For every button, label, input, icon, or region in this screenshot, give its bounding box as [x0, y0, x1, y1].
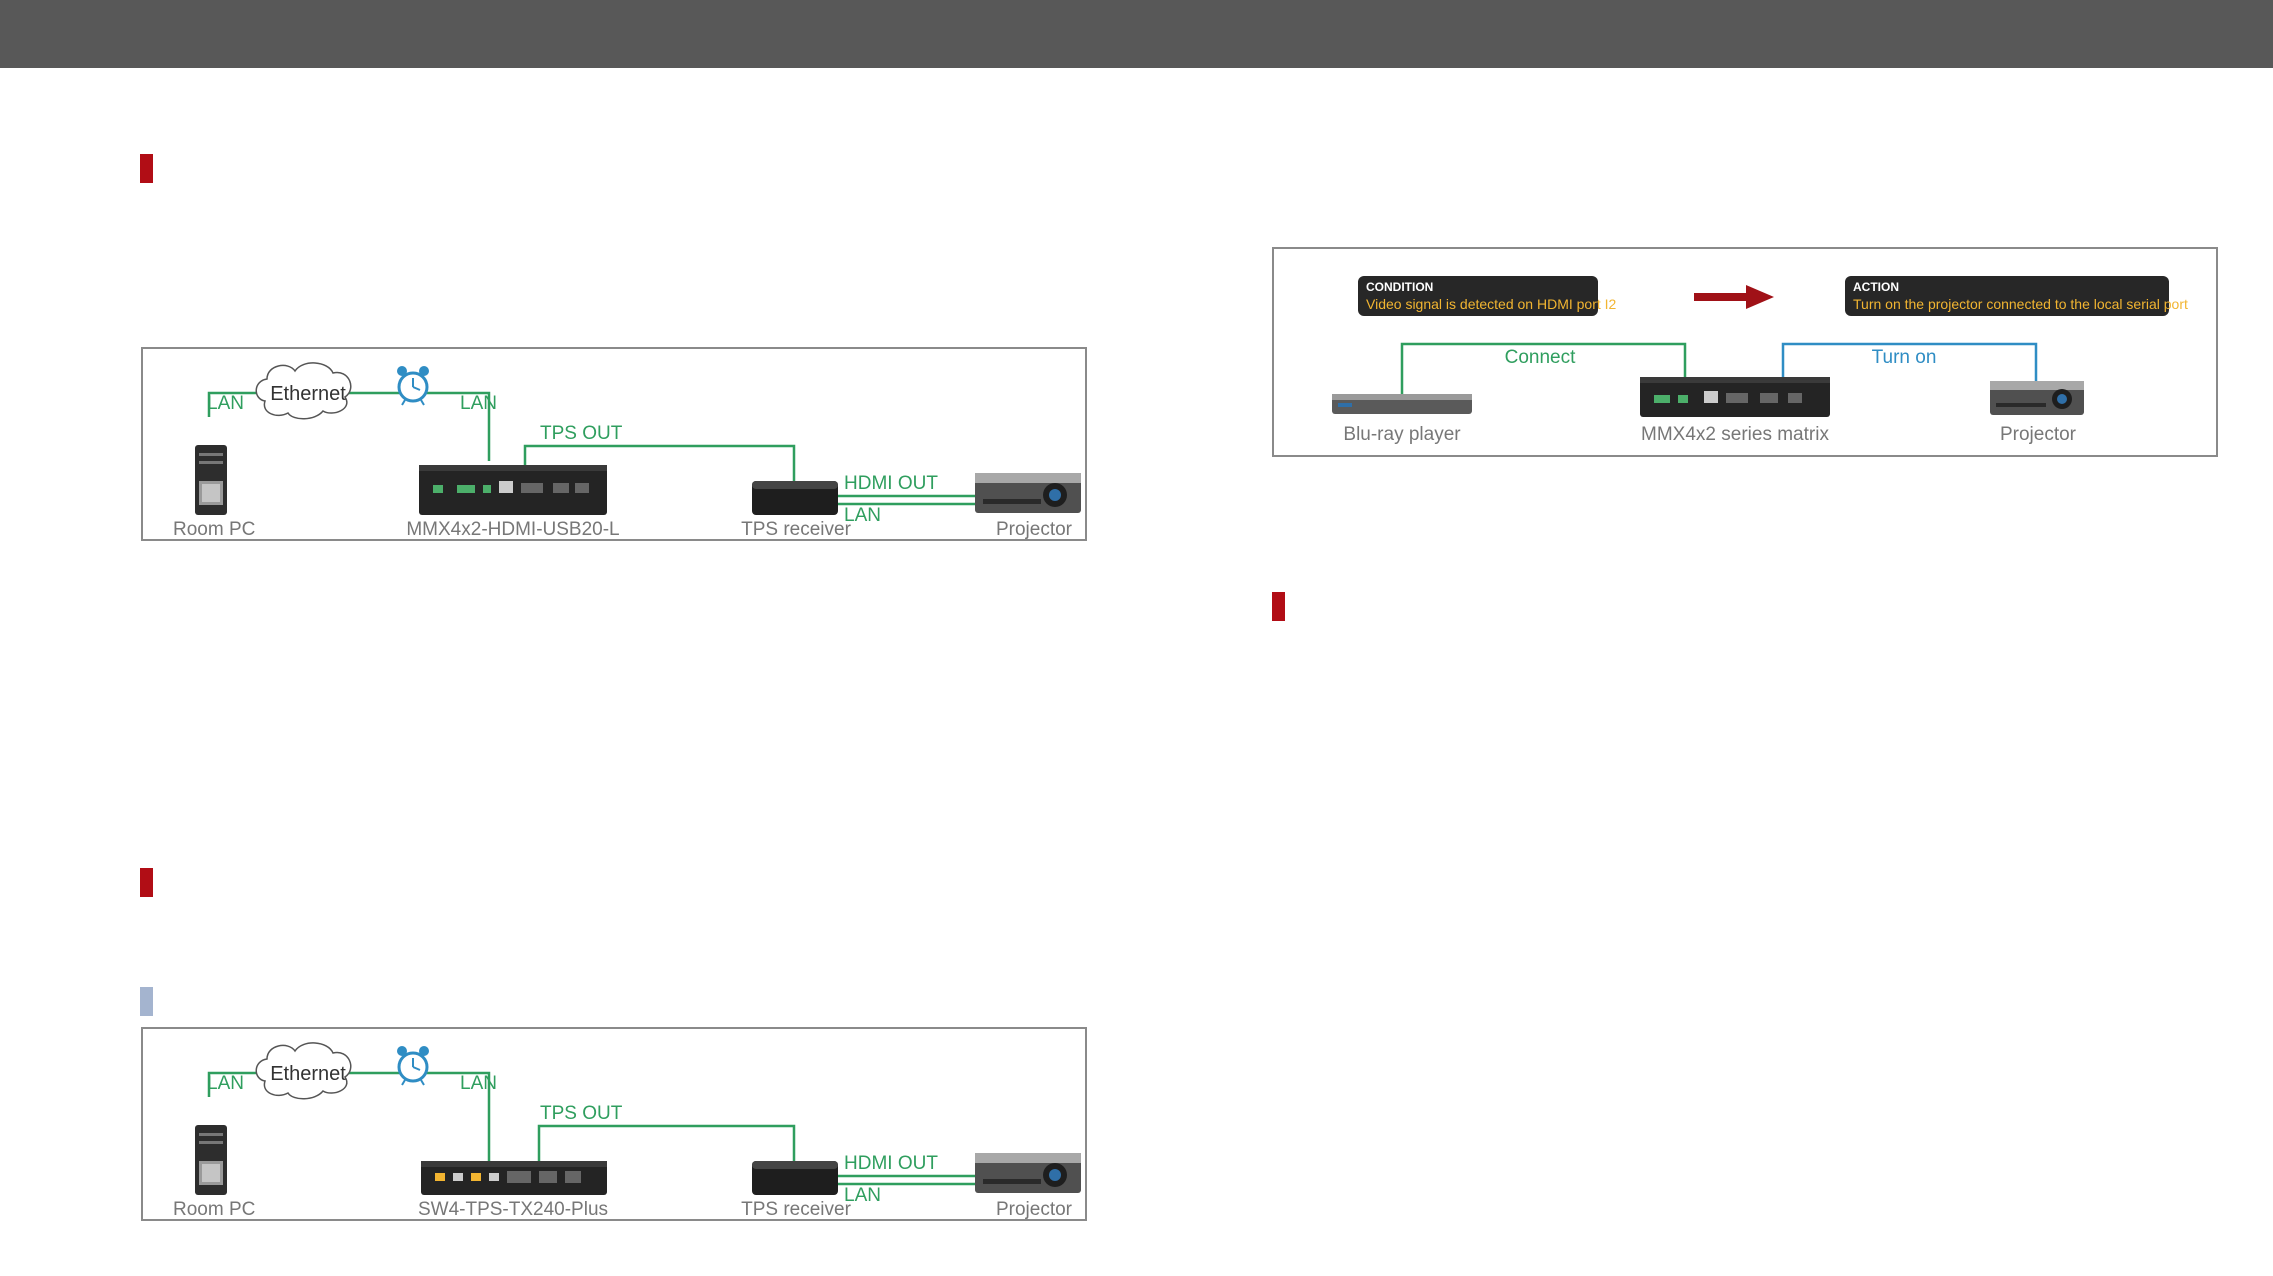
lan-left-label: LAN	[207, 1073, 244, 1094]
section-marker-3	[1272, 592, 1285, 621]
condition-title: CONDITION	[1366, 280, 1433, 294]
tps-receiver-label: TPS receiver	[741, 1199, 851, 1219]
ethernet-cloud-icon	[255, 362, 352, 420]
event-manager-diagram-svg: CONDITION Video signal is detected on HD…	[1332, 276, 2188, 445]
matrix-device-icon	[419, 465, 607, 515]
connect-label: Connect	[1505, 347, 1576, 368]
condition-text: Video signal is detected on HDMI port I2	[1366, 296, 1617, 312]
tps-receiver-icon	[752, 481, 838, 515]
hdmi-out-label: HDMI OUT	[844, 1153, 938, 1174]
tps-out-label: TPS OUT	[540, 423, 623, 444]
network-diagram-mmx-svg: Ethernet	[173, 362, 1081, 539]
ethernet-label: Ethernet	[270, 383, 346, 405]
action-box: ACTION Turn on the projector connected t…	[1845, 276, 2188, 316]
device-label: SW4-TPS-TX240-Plus	[418, 1199, 608, 1219]
turn-on-label: Turn on	[1872, 347, 1937, 368]
alarm-clock-icon	[397, 366, 429, 406]
event-manager-diagram: CONDITION Video signal is detected on HD…	[1272, 247, 2218, 457]
lan-bottom-label: LAN	[844, 505, 881, 526]
switcher-device-icon	[421, 1161, 607, 1195]
condition-box: CONDITION Video signal is detected on HD…	[1358, 276, 1617, 316]
ethernet-label: Ethernet	[270, 1063, 346, 1085]
matrix-label: MMX4x2 series matrix	[1641, 424, 1829, 445]
pc-tower-icon	[195, 445, 227, 515]
network-diagram-sw4: Ethernet	[141, 1027, 1087, 1221]
hdmi-out-label: HDMI OUT	[844, 473, 938, 494]
projector-label-2: Projector	[2000, 424, 2077, 445]
device-label: MMX4x2-HDMI-USB20-L	[406, 519, 619, 539]
projector-icon	[975, 473, 1081, 513]
room-pc-label: Room PC	[173, 1199, 255, 1219]
tps-out-label: TPS OUT	[540, 1103, 623, 1124]
bluray-label: Blu-ray player	[1343, 424, 1461, 445]
projector-label: Projector	[996, 1199, 1073, 1219]
subsection-marker	[140, 987, 153, 1016]
network-diagram-mmx: Ethernet	[141, 347, 1087, 541]
lan-right-label: LAN	[460, 393, 497, 414]
tps-receiver-icon	[752, 1161, 838, 1195]
network-diagram-sw4-svg: Ethernet	[173, 1042, 1081, 1219]
action-text: Turn on the projector connected to the l…	[1853, 296, 2188, 312]
tps-receiver-label: TPS receiver	[741, 519, 851, 539]
room-pc-label: Room PC	[173, 519, 255, 539]
projector-icon	[975, 1153, 1081, 1193]
arrow-right-icon	[1694, 285, 1774, 309]
pc-tower-icon	[195, 1125, 227, 1195]
matrix-device-icon	[1640, 377, 1830, 417]
section-marker-1	[140, 154, 153, 183]
section-marker-2	[140, 868, 153, 897]
lan-bottom-label: LAN	[844, 1185, 881, 1206]
action-title: ACTION	[1853, 280, 1899, 294]
projector-label: Projector	[996, 519, 1073, 539]
lan-left-label: LAN	[207, 393, 244, 414]
ethernet-cloud-icon	[255, 1042, 352, 1100]
projector-icon	[1990, 381, 2084, 415]
header-bar	[0, 0, 2273, 68]
bluray-player-icon	[1332, 394, 1472, 414]
lan-right-label: LAN	[460, 1073, 497, 1094]
alarm-clock-icon	[397, 1046, 429, 1086]
